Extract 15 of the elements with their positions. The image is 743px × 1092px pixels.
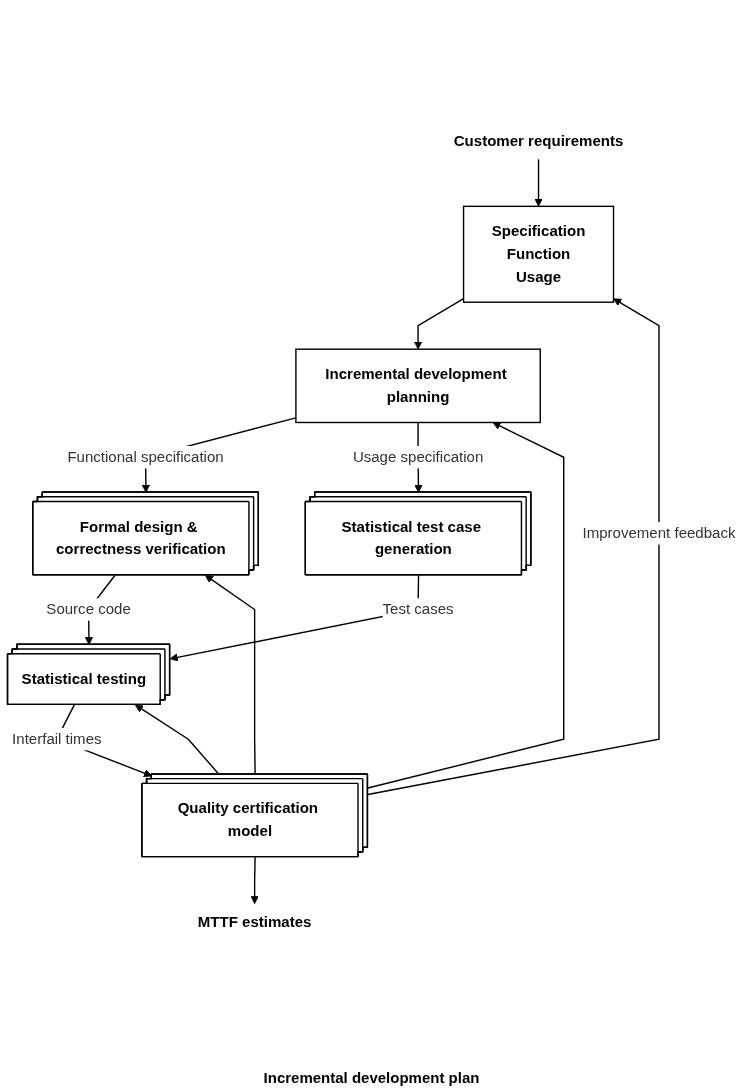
edge-label: Improvement feedback	[582, 524, 736, 541]
node-box: Specification Function Usage	[462, 205, 615, 303]
edge-label: Source code	[46, 601, 131, 618]
node-text: Customer requirements	[453, 132, 624, 149]
edge-label: Interfail times	[12, 730, 102, 747]
arrow	[534, 158, 543, 207]
note-text: Incremental development plan	[263, 1069, 480, 1086]
node-box: Incremental development planning	[295, 348, 541, 424]
edge-label: Test cases	[382, 601, 454, 618]
edge-label: Functional specification	[67, 448, 224, 465]
node-text: MTTF estimates	[197, 913, 312, 930]
arrow	[250, 856, 259, 905]
edge-label: Usage specification	[352, 448, 484, 465]
arrow	[413, 298, 465, 350]
arrow	[367, 298, 660, 796]
